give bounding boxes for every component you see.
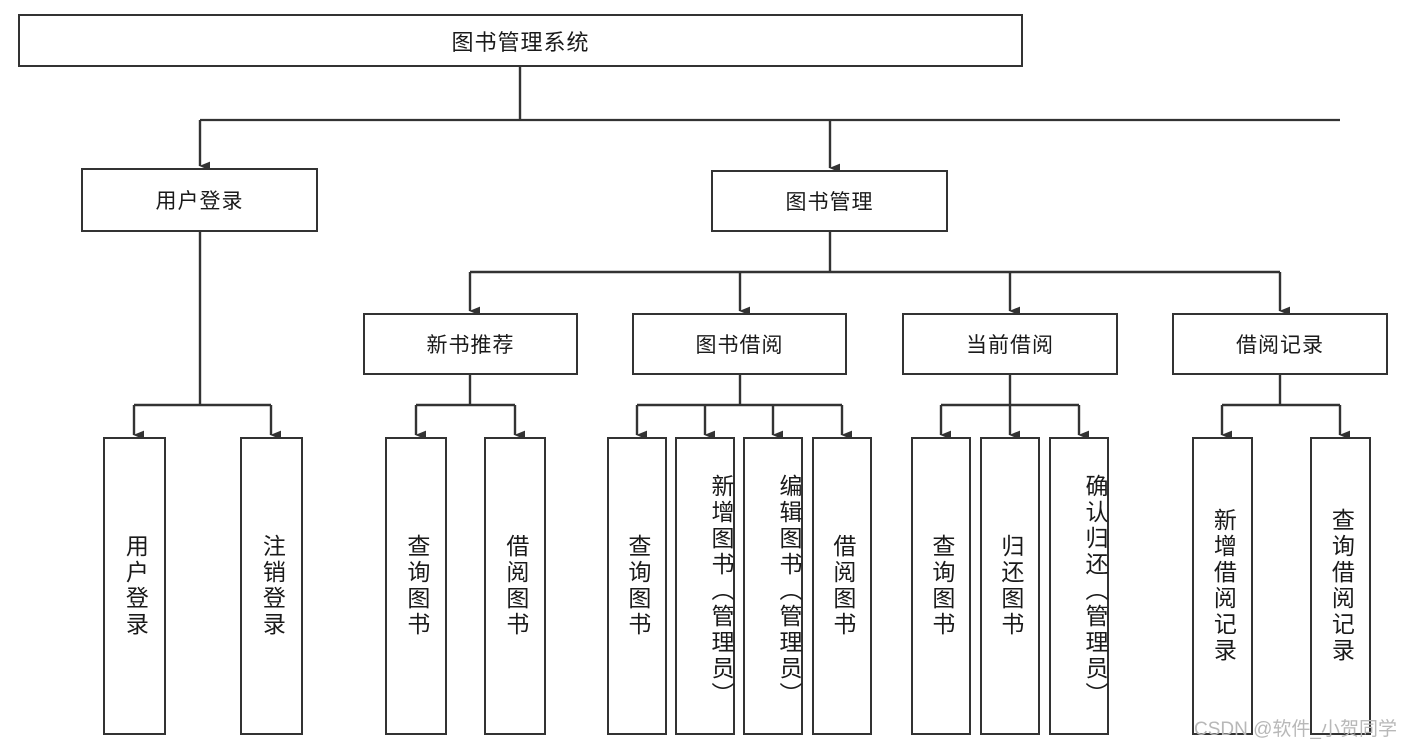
node-book-management[interactable]: 图书管理 bbox=[711, 170, 948, 232]
node-label: 查询借阅记录 bbox=[1328, 508, 1355, 664]
leaf-logout-login[interactable]: 注销登录 bbox=[240, 437, 303, 735]
node-book-borrow[interactable]: 图书借阅 bbox=[632, 313, 847, 375]
node-new-book-recommend[interactable]: 新书推荐 bbox=[363, 313, 578, 375]
leaf-query-book-3[interactable]: 查询图书 bbox=[911, 437, 971, 735]
node-label: 新书推荐 bbox=[426, 334, 515, 357]
node-borrow-record[interactable]: 借阅记录 bbox=[1172, 313, 1388, 375]
node-label: 借阅图书 bbox=[502, 534, 529, 638]
leaf-add-book[interactable]: 新增图书（管理员） bbox=[675, 437, 735, 735]
node-label: 查询图书 bbox=[928, 534, 955, 638]
leaf-borrow-book-2[interactable]: 借阅图书 bbox=[812, 437, 872, 735]
node-label: 用户登录 bbox=[122, 534, 149, 638]
node-current-borrow[interactable]: 当前借阅 bbox=[902, 313, 1118, 375]
node-label: 用户登录 bbox=[155, 190, 244, 213]
csdn-watermark: CSDN @软件_小贺同学 bbox=[1194, 719, 1397, 740]
node-label: 编辑图书（管理员） bbox=[776, 474, 802, 708]
node-label: 图书管理系统 bbox=[451, 29, 590, 55]
node-label: 归还图书 bbox=[997, 534, 1024, 638]
node-label: 确认归还（管理员） bbox=[1082, 474, 1108, 708]
leaf-borrow-book-1[interactable]: 借阅图书 bbox=[484, 437, 546, 735]
node-user-login[interactable]: 用户登录 bbox=[81, 168, 318, 232]
node-label: 查询图书 bbox=[624, 534, 651, 638]
node-label: 借阅图书 bbox=[829, 534, 856, 638]
leaf-return-book[interactable]: 归还图书 bbox=[980, 437, 1040, 735]
node-label: 图书管理 bbox=[785, 191, 874, 214]
leaf-add-record[interactable]: 新增借阅记录 bbox=[1192, 437, 1253, 735]
node-book-management-system[interactable]: 图书管理系统 bbox=[18, 14, 1023, 67]
node-label: 新增借阅记录 bbox=[1210, 508, 1237, 664]
node-label: 注销登录 bbox=[259, 534, 286, 638]
leaf-query-book-1[interactable]: 查询图书 bbox=[385, 437, 447, 735]
leaf-query-book-2[interactable]: 查询图书 bbox=[607, 437, 667, 735]
leaf-user-login[interactable]: 用户登录 bbox=[103, 437, 166, 735]
node-label: 新增图书（管理员） bbox=[708, 474, 734, 708]
node-label: 当前借阅 bbox=[966, 334, 1054, 357]
node-label: 查询图书 bbox=[403, 534, 430, 638]
node-label: 借阅记录 bbox=[1236, 334, 1324, 357]
leaf-edit-book[interactable]: 编辑图书（管理员） bbox=[743, 437, 803, 735]
node-label: 图书借阅 bbox=[695, 334, 784, 357]
leaf-confirm-return[interactable]: 确认归还（管理员） bbox=[1049, 437, 1109, 735]
leaf-query-record[interactable]: 查询借阅记录 bbox=[1310, 437, 1371, 735]
